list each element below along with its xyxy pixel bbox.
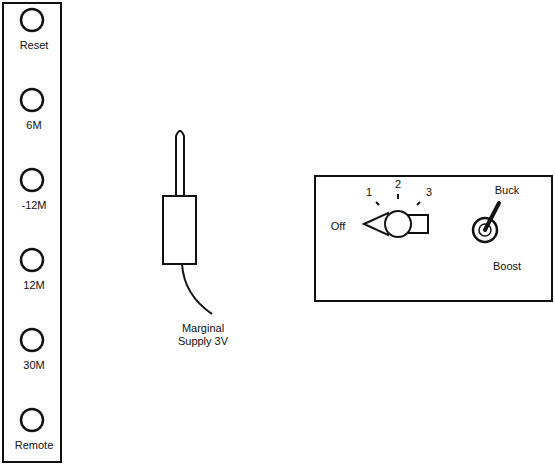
control-label: 30M	[23, 359, 44, 372]
jack-socket	[21, 249, 43, 271]
jack-socket	[21, 329, 43, 351]
jack-socket	[21, 169, 43, 191]
control-label: 3	[426, 186, 432, 199]
plug-cord	[182, 264, 212, 314]
jack-socket	[21, 409, 43, 431]
control-label: Remote	[15, 439, 54, 452]
tick-mark	[397, 194, 399, 199]
control-label: Boost	[493, 260, 521, 273]
plug-label: Marginal Supply 3V	[168, 322, 238, 348]
jack-socket	[21, 9, 43, 31]
tick-mark	[376, 202, 379, 205]
control-label: Buck	[495, 184, 519, 197]
knob	[385, 211, 411, 237]
control-label: 6M	[26, 119, 41, 132]
plug-tip	[176, 131, 184, 196]
control-label: 2	[395, 178, 401, 191]
control-box: Off 1 2 3 BuckBoost	[314, 175, 553, 302]
control-label: 1	[366, 186, 372, 199]
rotary-switch	[364, 194, 428, 237]
control-label: Off	[331, 220, 345, 233]
plug	[163, 131, 212, 314]
plug-body	[163, 196, 196, 264]
control-label: -12M	[21, 199, 46, 212]
toggle-lever	[485, 203, 499, 230]
jack-socket	[21, 89, 43, 111]
toggle-switch	[473, 203, 499, 242]
jack-panel: Reset 6M -12M 12M 30M Remote	[2, 2, 62, 463]
control-label: Reset	[20, 39, 49, 52]
tick-mark	[417, 202, 420, 205]
control-label: 12M	[23, 279, 44, 292]
